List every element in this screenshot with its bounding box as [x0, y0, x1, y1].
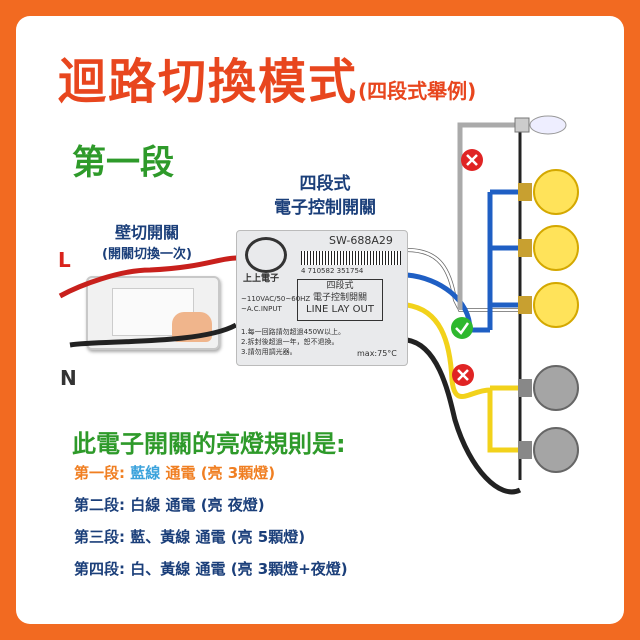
neutral-wire	[69, 322, 238, 348]
rules-heading: 此電子開關的亮燈規則是:	[72, 430, 346, 458]
neutral-label: N	[60, 366, 77, 390]
rule-item: 第三段: 藍、黃線 通電 (亮 5顆燈)	[74, 528, 306, 546]
live-label: L	[58, 248, 71, 272]
controller-label: 四段式電子控制開關	[274, 174, 376, 218]
on-check-icon	[451, 317, 473, 339]
barcode	[301, 251, 401, 265]
night-light-bulb	[514, 115, 567, 135]
blue-wire	[406, 272, 490, 333]
wall-switch-label: 壁切開關(開關切換一次)	[102, 223, 192, 262]
neutral-out-wire	[406, 337, 522, 495]
live-wire	[58, 255, 237, 299]
max-temp: max:75°C	[357, 349, 397, 358]
model-number: SW-688A29	[329, 234, 393, 247]
unlit-bulb	[518, 365, 579, 411]
stage-label: 第一段	[72, 143, 174, 183]
rule-item: 第一段: 藍線 通電 (亮 3顆燈)	[74, 464, 276, 482]
off-x-icon	[461, 149, 483, 171]
lit-bulb	[518, 282, 579, 328]
title-subtitle: (四段式舉例)	[358, 79, 477, 103]
controller-notes: 1.每一回路請勿超過450W以上。2.拆封後超過一年，恕不退換。3.請勿用調光器…	[241, 328, 345, 356]
brand-logo-icon	[245, 237, 287, 273]
electronic-controller: 上上電子 SW-688A29 4 710582 351754 四段式電子控制開關…	[236, 230, 408, 366]
rule-item: 第四段: 白、黃線 通電 (亮 3顆燈+夜燈)	[74, 560, 348, 578]
off-x-icon	[452, 364, 474, 386]
lit-bulb	[518, 169, 579, 215]
white-wire	[406, 248, 520, 312]
input-label: ~A.C.INPUT	[241, 305, 282, 313]
rule-item: 第二段: 白線 通電 (亮 夜燈)	[74, 496, 265, 514]
unlit-bulb	[518, 427, 579, 473]
input-spec: ~110VAC/50~60HZ	[241, 295, 311, 303]
brand-name: 上上電子	[243, 274, 280, 284]
lit-bulb	[518, 225, 579, 271]
page-title: 迴路切換模式(四段式舉例)	[58, 54, 477, 110]
barcode-number: 4 710582 351754	[301, 267, 364, 275]
